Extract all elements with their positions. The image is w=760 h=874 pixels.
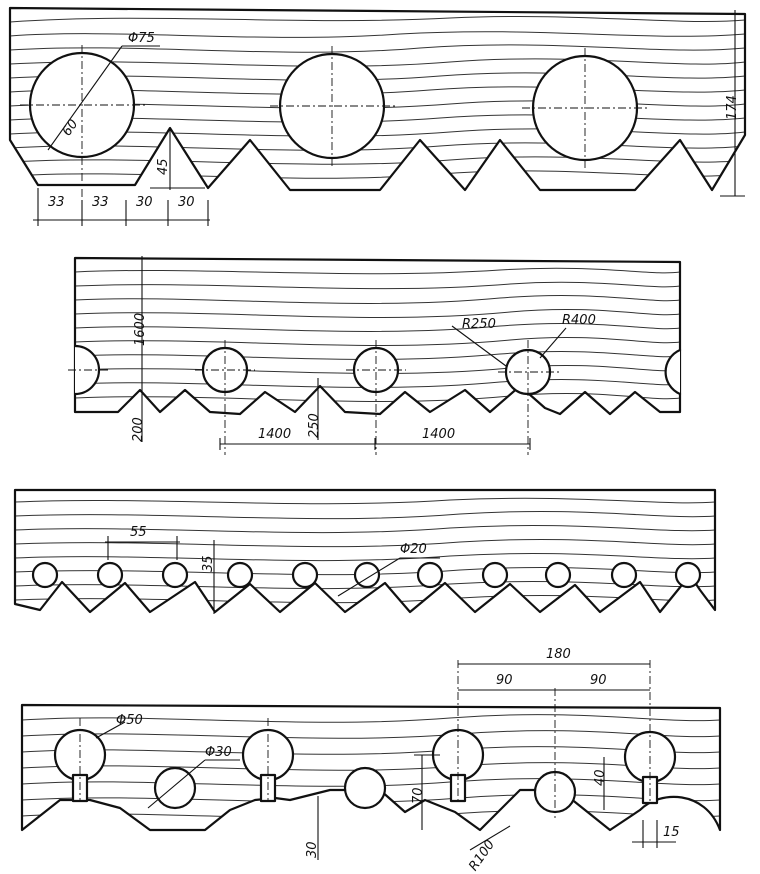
dim-250: 250 — [307, 413, 322, 438]
dim-diameter-50: Φ50 — [116, 713, 143, 728]
dim-174: 174 — [725, 95, 740, 120]
dim-1400b: 1400 — [422, 427, 455, 442]
dim-diameter-30: Φ30 — [205, 745, 232, 760]
dim-55: 55 — [130, 525, 147, 540]
small-holes-4 — [153, 766, 577, 814]
dim-1600: 1600 — [133, 313, 148, 346]
hole-2b — [352, 346, 400, 394]
dim-70: 70 — [411, 787, 426, 804]
dim-30b: 30 — [178, 195, 195, 210]
dim-r250: R250 — [462, 317, 496, 332]
dim-diameter-75: Φ75 — [128, 31, 155, 46]
dim-33b: 33 — [92, 195, 109, 210]
dim-30: 30 — [305, 841, 320, 858]
profile-4: 180 90 90 Φ50 Φ30 70 40 30 R100 15 — [20, 647, 722, 874]
dim-40: 40 — [593, 769, 608, 786]
dim-r400: R400 — [562, 313, 596, 328]
hole-2a — [201, 346, 249, 394]
profile-3: 55 35 Φ20 — [13, 488, 717, 614]
dim-15: 15 — [663, 825, 680, 840]
dim-30a: 30 — [136, 195, 153, 210]
dim-33a: 33 — [48, 195, 65, 210]
dim-200: 200 — [131, 417, 146, 442]
dim-90b: 90 — [590, 673, 607, 688]
profile-2: 1600 200 250 R250 R400 1400 1400 — [68, 256, 682, 455]
dim-r100: R100 — [466, 838, 498, 874]
keyhole-row-4 — [53, 728, 677, 805]
dim-90a: 90 — [496, 673, 513, 688]
dim-1400a: 1400 — [258, 427, 291, 442]
dim-35: 35 — [201, 555, 216, 572]
hole-row-3 — [31, 561, 702, 589]
dim-180: 180 — [546, 647, 571, 662]
dim-diameter-20: Φ20 — [400, 542, 427, 557]
dim-45: 45 — [156, 158, 171, 175]
profile-1: Φ75 60 45 174 33 33 30 30 — [8, 6, 747, 226]
